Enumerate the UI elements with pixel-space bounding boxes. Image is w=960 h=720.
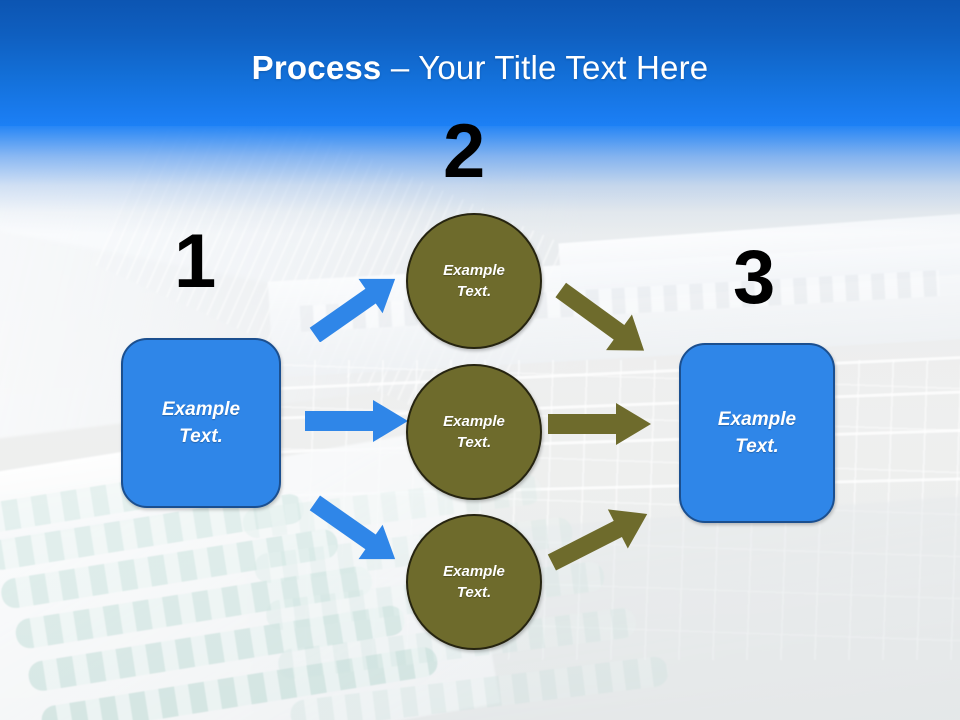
step3-box-line1: Example [717,409,797,430]
arrow-circle-bottom-to-step3 [547,509,648,571]
arrow-step1-to-circle-top [309,278,396,342]
step1-box-line2: Text. [179,426,223,447]
page-title-light: Your Title Text Here [418,49,709,86]
circle-bottom-text: Example Text. [443,561,505,603]
step3-box-line2: Text. [735,436,779,457]
circle-bottom-line2: Text. [456,584,492,601]
step-number-1: 1 [174,219,217,304]
step-number-3: 3 [733,235,776,320]
title-band [0,0,960,126]
circle-top-line2: Text. [456,283,492,300]
page-title: Process – Your Title Text Here [0,48,960,88]
circle-top-line1: Example [443,262,505,279]
step3-box[interactable]: Example Text. [679,343,835,523]
step1-box[interactable]: Example Text. [121,338,281,508]
circle-top-text: Example Text. [443,260,505,302]
step1-box-text: Example Text. [162,396,240,450]
step1-box-line1: Example [161,399,241,420]
circle-bottom[interactable]: Example Text. [406,514,542,650]
arrow-circle-top-to-step3 [555,282,645,351]
arrow-step1-to-circle-middle [305,400,408,442]
page-title-bold: Process [251,49,382,86]
step3-box-text: Example Text. [718,406,796,460]
circle-middle-line2: Text. [456,434,492,451]
circle-middle[interactable]: Example Text. [406,364,542,500]
arrow-step1-to-circle-bottom [309,495,396,560]
page-title-separator: – [381,49,419,86]
circle-middle-line1: Example [443,413,505,430]
step-number-2: 2 [443,109,486,194]
circle-middle-text: Example Text. [443,411,505,453]
circle-bottom-line1: Example [443,563,505,580]
arrow-circle-middle-to-step3 [548,403,651,445]
circle-top[interactable]: Example Text. [406,213,542,349]
